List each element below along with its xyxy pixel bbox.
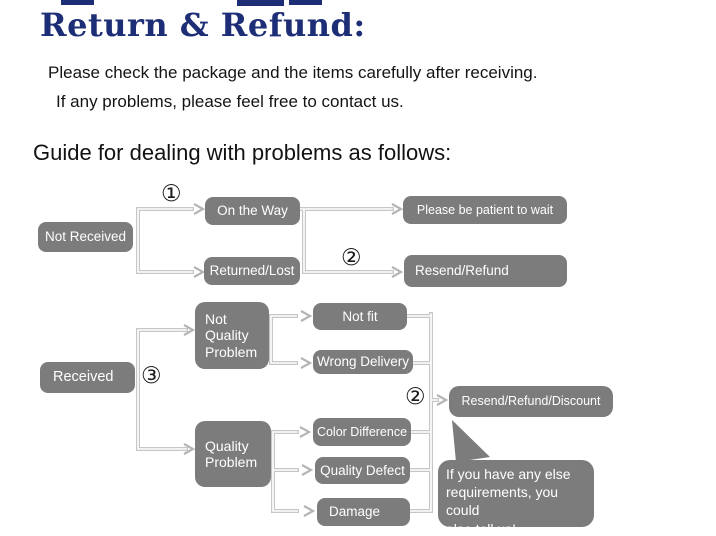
arrow-right-icon <box>183 443 196 455</box>
arrow-right-icon <box>301 464 314 476</box>
flow-node-color-difference: Color Difference <box>313 418 411 446</box>
flow-node-not-fit: Not fit <box>313 303 407 330</box>
flow-node-wrong-delivery: Wrong Delivery <box>313 350 413 374</box>
intro-line-1: Please check the package and the items c… <box>48 63 538 82</box>
arrow-right-icon <box>391 203 404 215</box>
step-marker-2-top: ② <box>341 245 362 271</box>
top-crop-artifact <box>289 0 322 5</box>
flow-node-damage: Damage <box>317 498 410 526</box>
arrow-right-icon <box>300 310 313 322</box>
arrow-right-icon <box>303 505 316 517</box>
arrow-right-icon <box>183 324 196 336</box>
flow-node-resend-refund-discount: Resend/Refund/Discount <box>449 386 613 417</box>
arrow-right-icon <box>391 266 404 278</box>
flow-node-quality-problem: Quality Problem <box>195 421 271 487</box>
arrowhead-icons <box>183 203 449 517</box>
flow-node-on-the-way: On the Way <box>205 197 300 225</box>
flow-node-not-quality-problem: Not Quality Problem <box>195 302 269 369</box>
step-marker-2-bottom: ② <box>405 384 426 410</box>
arrow-right-icon <box>436 394 449 406</box>
arrow-right-icon <box>193 266 206 278</box>
arrow-right-icon <box>300 357 313 369</box>
top-crop-artifact <box>61 0 94 5</box>
flow-node-returned-lost: Returned/Lost <box>204 257 300 285</box>
flow-node-please-wait: Please be patient to wait <box>403 196 567 224</box>
step-marker-3: ③ <box>141 363 162 389</box>
speech-bubble: If you have any else requirements, you c… <box>438 460 594 536</box>
connector-lines <box>136 207 439 513</box>
speech-bubble-tail-icon <box>452 420 490 462</box>
page-title: Return & Refund: <box>40 6 366 44</box>
step-marker-1: ① <box>161 181 182 207</box>
flow-node-resend-refund: Resend/Refund <box>404 255 567 287</box>
top-crop-artifact <box>237 0 284 6</box>
flow-node-quality-defect: Quality Defect <box>315 457 410 484</box>
guide-heading: Guide for dealing with problems as follo… <box>33 140 452 165</box>
arrow-right-icon <box>193 203 206 215</box>
arrow-right-icon <box>299 426 312 438</box>
flow-node-received: Received <box>40 362 135 393</box>
flow-node-not-received: Not Received <box>38 222 133 252</box>
intro-line-2: If any problems, please feel free to con… <box>56 92 404 111</box>
